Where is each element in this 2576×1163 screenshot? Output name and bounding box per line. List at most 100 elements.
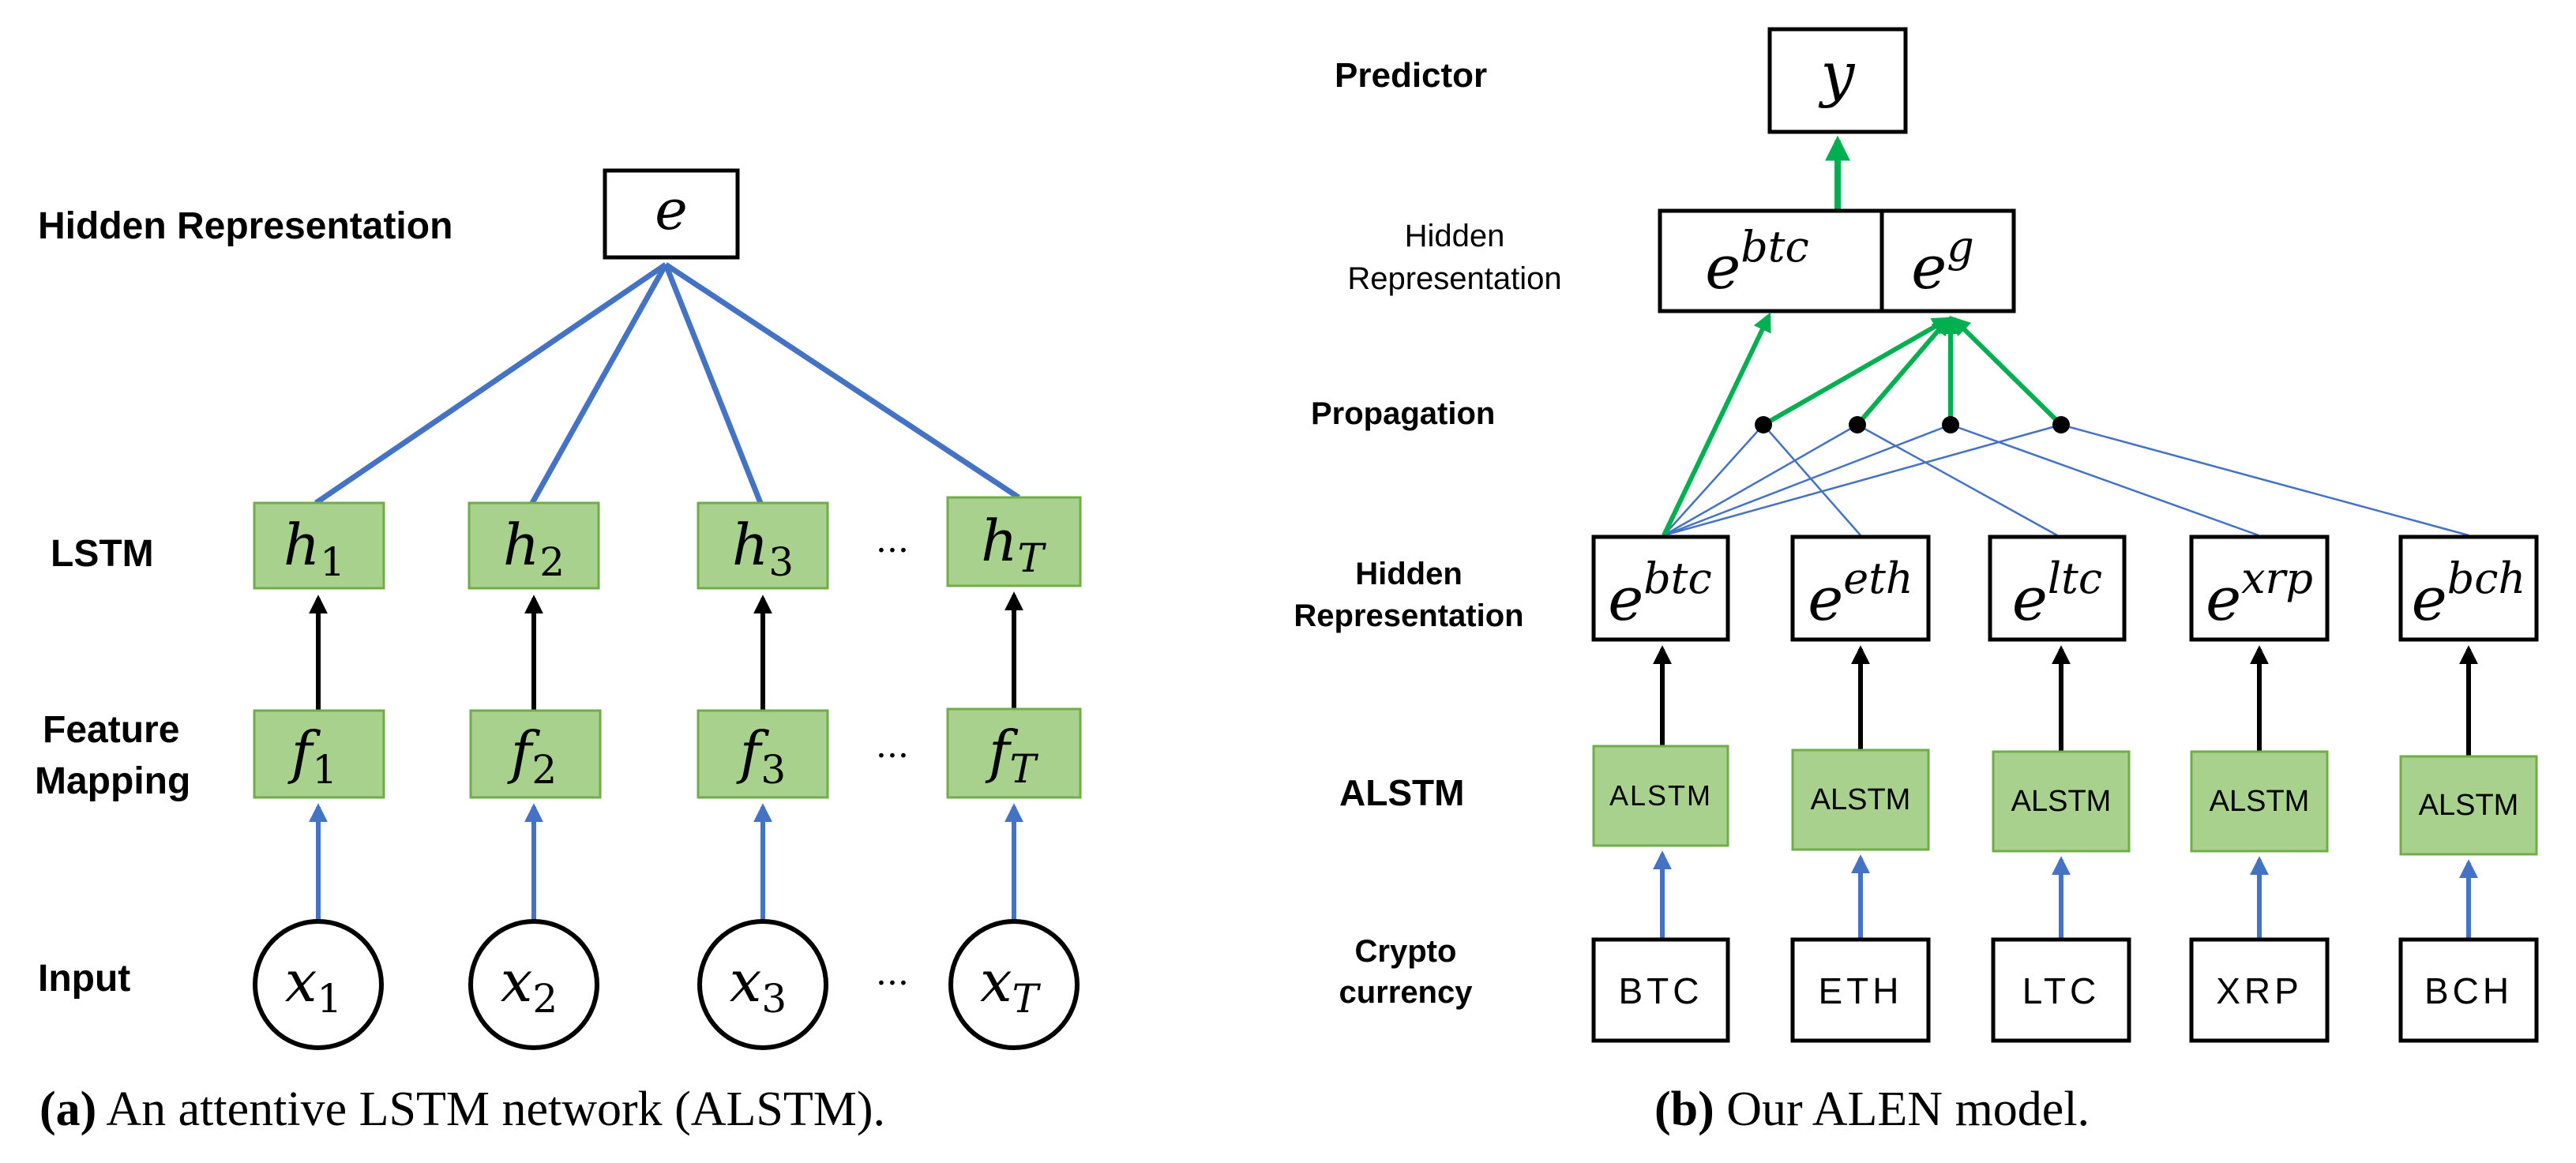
panel-a: Hidden Representation LSTM Feature Mappi…	[35, 168, 1082, 1136]
input-node-3-sub: 3	[761, 976, 787, 1022]
panel-b: Predictor Hidden Representation Propagat…	[1294, 27, 2539, 1136]
alstm-node-5-label: ALSTM	[2419, 789, 2519, 822]
caption-a-text: An attentive LSTM network (ALSTM).	[96, 1082, 885, 1136]
output-node-e: e	[603, 168, 740, 260]
svg-text:h1: h1	[284, 512, 345, 585]
label-currency: currency	[1339, 975, 1474, 1010]
hidden-node-1-base: h	[284, 512, 320, 578]
feature-node-t: fT	[946, 707, 1082, 799]
svg-text:h3: h3	[732, 512, 794, 585]
currency-xrp-label: XRP	[2216, 970, 2303, 1011]
input-node-2-base: x	[501, 948, 533, 1015]
label-alstm: ALSTM	[1339, 772, 1464, 813]
svg-text:eltc: eltc	[2012, 553, 2102, 634]
hidden-node-3-base: h	[732, 512, 768, 578]
hidden-node-2: h2	[468, 501, 600, 590]
input-node-3: x3	[697, 919, 828, 1050]
svg-text:x1: x1	[285, 948, 342, 1022]
combined-node: ebtc eg	[1658, 208, 2016, 313]
combined-left-base: e	[1705, 232, 1740, 302]
propagation-green-arrows	[1662, 312, 2063, 537]
propagation-lines	[1663, 423, 2469, 537]
hidden-node-3: h3	[697, 501, 829, 590]
hidden-node-t-sub: T	[1018, 535, 1047, 581]
svg-text:exrp: exrp	[2206, 553, 2313, 634]
currency-to-alstm-arrows	[1653, 850, 2478, 940]
label-predictor: Predictor	[1335, 56, 1487, 95]
svg-text:f2: f2	[507, 719, 557, 793]
alstm-node-3-label: ALSTM	[2011, 785, 2112, 818]
combined-left-sup: btc	[1740, 222, 1809, 272]
input-to-feature-arrows	[309, 803, 1023, 921]
hidden-node-2-base: h	[503, 512, 539, 578]
alstm-node-2-label: ALSTM	[1811, 783, 1911, 816]
label-lstm: LSTM	[51, 533, 154, 575]
label-mapping: Mapping	[35, 760, 190, 802]
embedding-xrp-sup: xrp	[2241, 553, 2313, 603]
svg-text:ebch: ebch	[2412, 553, 2526, 634]
label-hidden-representation: Hidden Representation	[38, 205, 452, 247]
hidden-node-1-sub: 1	[320, 539, 345, 585]
input-node-t: xT	[948, 919, 1080, 1050]
svg-text:h2: h2	[503, 512, 565, 585]
currency-bch-label: BCH	[2424, 970, 2513, 1011]
feature-to-hidden-arrows	[309, 591, 1023, 711]
input-node-1: x1	[253, 919, 384, 1050]
output-node-label: e	[655, 178, 687, 242]
embedding-ltc-sup: ltc	[2048, 553, 2102, 603]
feature-node-t-sub: T	[1010, 746, 1039, 792]
label-hidden-mid-1: Hidden	[1355, 557, 1463, 591]
currency-ltc-label: LTC	[2022, 970, 2101, 1011]
label-feature: Feature	[43, 709, 179, 751]
svg-text:ebtc: ebtc	[1705, 222, 1809, 302]
input-node-t-base: x	[980, 948, 1012, 1015]
hidden-node-t-base: h	[981, 508, 1017, 574]
ellipsis-input: ···	[876, 963, 909, 1004]
hidden-node-t: hT	[946, 496, 1082, 587]
input-node-2: x2	[468, 919, 599, 1050]
currency-node-bch: BCH	[2398, 937, 2539, 1043]
svg-text:xT: xT	[980, 948, 1042, 1022]
propagation-dot	[1755, 416, 1772, 433]
feature-node-3: f3	[697, 709, 829, 799]
embedding-xrp-base: e	[2206, 564, 2241, 634]
alstm-node-5: ALSTM	[2399, 755, 2538, 856]
ellipsis-feature: ···	[876, 736, 909, 776]
propagation-dot	[1942, 416, 1959, 433]
currency-node-btc: BTC	[1591, 937, 1730, 1043]
attention-lines	[314, 262, 1020, 505]
svg-text:eeth: eeth	[1808, 553, 1913, 634]
alstm-node-4-label: ALSTM	[2210, 785, 2310, 818]
hidden-node-1: h1	[253, 501, 385, 590]
caption-a-letter: (a)	[39, 1082, 96, 1136]
embedding-eth-sup: eth	[1843, 553, 1913, 603]
combined-right-base: e	[1911, 232, 1947, 302]
currency-btc-label: BTC	[1619, 970, 1703, 1011]
predictor-node-y: y	[1767, 27, 1908, 134]
embedding-node-eth: eeth	[1790, 535, 1931, 642]
svg-text:x3: x3	[730, 948, 787, 1022]
propagation-dot	[1849, 416, 1866, 433]
input-node-1-sub: 1	[317, 976, 342, 1022]
svg-text:fT: fT	[985, 718, 1039, 792]
input-node-2-sub: 2	[532, 976, 558, 1022]
caption-a: (a) An attentive LSTM network (ALSTM).	[39, 1082, 885, 1136]
embedding-node-btc: ebtc	[1591, 535, 1730, 642]
hidden-node-3-sub: 3	[768, 539, 794, 585]
embedding-node-bch: ebch	[2398, 535, 2539, 642]
label-input: Input	[38, 958, 130, 1000]
label-hidden-mid-2: Representation	[1294, 598, 1523, 633]
alstm-node-1-label: ALSTM	[1609, 779, 1712, 812]
alstm-node-3: ALSTM	[1992, 750, 2131, 853]
currency-node-ltc: LTC	[1991, 937, 2131, 1043]
label-crypto: Crypto	[1355, 934, 1457, 969]
caption-b: (b) Our ALEN model.	[1654, 1082, 2090, 1136]
alstm-to-embedding-arrows	[1653, 645, 2478, 756]
ellipsis-lstm: ···	[876, 531, 909, 571]
svg-text:x2: x2	[501, 948, 558, 1022]
currency-node-xrp: XRP	[2189, 937, 2330, 1043]
feature-node-1: f1	[253, 709, 385, 799]
feature-node-1-sub: 1	[312, 747, 337, 793]
combined-right-sup: g	[1947, 222, 1974, 272]
embedding-node-xrp: exrp	[2189, 535, 2330, 642]
